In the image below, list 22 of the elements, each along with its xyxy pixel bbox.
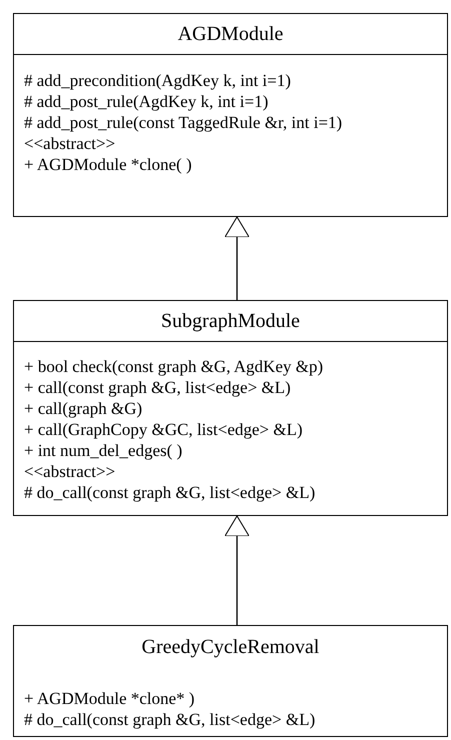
class-member: + AGDModule *clone* )	[24, 688, 196, 709]
inheritance-arrow	[224, 516, 250, 625]
class-member: # do_call(const graph &G, list<edge> &L)	[24, 709, 316, 730]
class-box	[13, 625, 448, 737]
class-member: + call(graph &G)	[24, 398, 144, 419]
class-member: + AGDModule *clone( )	[24, 154, 193, 175]
class-member: + bool check(const graph &G, AgdKey &p)	[24, 356, 324, 377]
class-member: # add_post_rule(AgdKey k, int i=1)	[24, 91, 270, 112]
class-member: <<abstract>>	[24, 133, 116, 154]
class-member: + int num_del_edges( )	[24, 440, 184, 461]
class-name: GreedyCycleRemoval	[142, 636, 320, 658]
inheritance-arrow	[224, 216, 250, 300]
class-member: # do_call(const graph &G, list<edge> &L)	[24, 482, 316, 503]
class-member: # add_post_rule(const TaggedRule &r, int i=1)	[24, 112, 344, 133]
class-member: + call(GraphCopy &GC, list<edge> &L)	[24, 419, 304, 440]
class-member: + call(const graph &G, list<edge> &L)	[24, 377, 292, 398]
class-member: # add_precondition(AgdKey k, int i=1)	[24, 70, 292, 91]
class-member: <<abstract>>	[24, 461, 116, 482]
class-box	[13, 13, 448, 217]
class-box	[13, 300, 448, 516]
class-name: SubgraphModule	[161, 310, 300, 332]
class-name: AGDModule	[178, 22, 284, 46]
